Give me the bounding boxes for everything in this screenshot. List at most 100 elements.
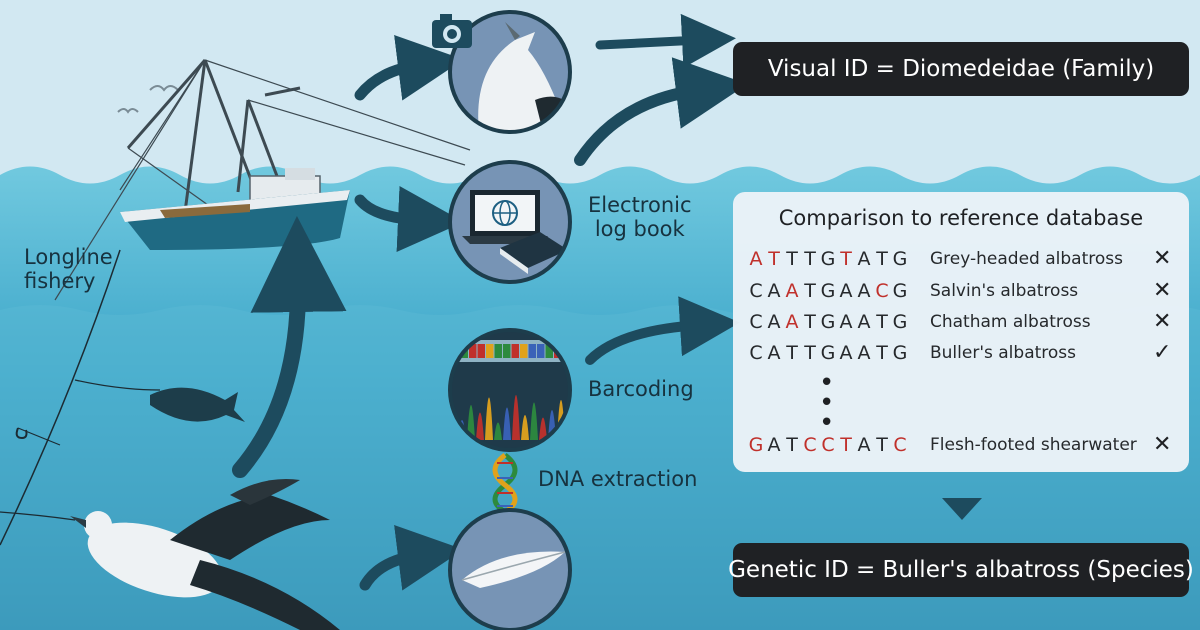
barcode-cell (511, 344, 519, 358)
nucleotide: A (767, 434, 781, 456)
nucleotide: C (803, 434, 817, 456)
nucleotide: A (767, 280, 781, 302)
ellipsis-dot: • (819, 388, 835, 418)
nucleotide: T (786, 434, 798, 456)
nucleotide: T (804, 342, 816, 364)
logbook-label: Electronic log book (588, 193, 692, 241)
cross-icon: ✕ (1153, 278, 1172, 303)
nucleotide: A (749, 248, 763, 270)
arrow-barcode-to-database (585, 296, 740, 365)
arrow-database-to-genetic-id (942, 498, 982, 520)
nucleotide: G (820, 342, 836, 364)
visual-id-box: Visual ID = Diomedeidae (Family) (733, 42, 1189, 96)
cross-icon: ✕ (1153, 432, 1172, 457)
nucleotide: A (857, 311, 871, 333)
nucleotide: G (820, 248, 836, 270)
nucleotide: A (857, 280, 871, 302)
barcode-cell (477, 344, 485, 358)
arrow-bird-to-boat (232, 216, 347, 478)
nucleotide: G (892, 280, 908, 302)
nucleotide: T (804, 280, 816, 302)
dna-extraction-label: DNA extraction (538, 467, 698, 491)
nucleotide: T (876, 342, 888, 364)
cross-icon: ✕ (1153, 309, 1172, 334)
nucleotide: C (749, 342, 763, 364)
dna-helix-icon (492, 453, 518, 515)
nucleotide: G (748, 434, 764, 456)
nucleotide: A (857, 434, 871, 456)
nucleotide: T (804, 311, 816, 333)
barcode-circle (448, 328, 572, 452)
feather-circle (448, 508, 572, 630)
chromatogram-peak (503, 407, 511, 440)
genetic-id-box: Genetic ID = Buller's albatross (Species… (728, 543, 1194, 597)
nucleotide: G (820, 280, 836, 302)
nucleotide: T (840, 248, 852, 270)
barcode-cell (469, 344, 477, 358)
nucleotide: A (785, 311, 799, 333)
arrow-to-feather (359, 524, 464, 591)
barcode-cell (528, 344, 536, 358)
chromatogram-peak (494, 422, 502, 440)
barcode-cell (537, 344, 545, 358)
nucleotide: G (892, 248, 908, 270)
bird-icon (149, 85, 179, 92)
visual-id-text: Visual ID = Diomedeidae (Family) (767, 56, 1155, 82)
book-icon (500, 232, 568, 274)
nucleotide: C (749, 311, 763, 333)
arrow-to-logbook (354, 186, 464, 252)
species-name: Grey-headed albatross (930, 249, 1123, 269)
nucleotide: A (767, 311, 781, 333)
nucleotide: A (857, 342, 871, 364)
nucleotide: T (786, 248, 798, 270)
nucleotide: T (804, 248, 816, 270)
barcode-cell (494, 344, 502, 358)
barcode-cell (545, 344, 553, 358)
barcoding-label: Barcoding (588, 377, 694, 401)
chromatogram-peak (539, 417, 547, 440)
nucleotide: G (820, 311, 836, 333)
check-icon: ✓ (1153, 340, 1172, 365)
longline (0, 249, 121, 546)
chromatogram-peak (521, 415, 529, 440)
nucleotide: C (749, 280, 763, 302)
barcode-cell (503, 344, 511, 358)
chromatogram-peak (530, 402, 538, 440)
arrow-logbook-to-visual-id (574, 57, 748, 166)
camera-icon (432, 14, 472, 48)
fishery-label: Longline fishery (24, 245, 113, 293)
nucleotide: G (892, 342, 908, 364)
nucleotide: C (875, 280, 889, 302)
nucleotide: C (821, 434, 835, 456)
hook-icon (15, 427, 28, 440)
species-name: Buller's albatross (930, 343, 1077, 363)
chromatogram-peak (485, 397, 493, 440)
species-name: Salvin's albatross (930, 281, 1079, 301)
logbook-circle (448, 160, 572, 284)
laptop-globe-icon (462, 190, 548, 244)
chromatogram-peak (512, 395, 520, 440)
nucleotide: C (893, 434, 907, 456)
nucleotide: A (767, 342, 781, 364)
arrow-camera-to-visual-id (595, 13, 736, 68)
nucleotide: A (839, 311, 853, 333)
comparison-title: Comparison to reference database (778, 206, 1144, 230)
feather-icon (461, 551, 566, 588)
nucleotide: T (876, 248, 888, 270)
barcode-cell (486, 344, 494, 358)
genetic-id-text: Genetic ID = Buller's albatross (Species… (728, 557, 1194, 583)
nucleotide: A (839, 280, 853, 302)
nucleotide: T (876, 434, 888, 456)
bird-icon (117, 108, 139, 114)
species-name: Flesh-footed shearwater (930, 435, 1137, 455)
